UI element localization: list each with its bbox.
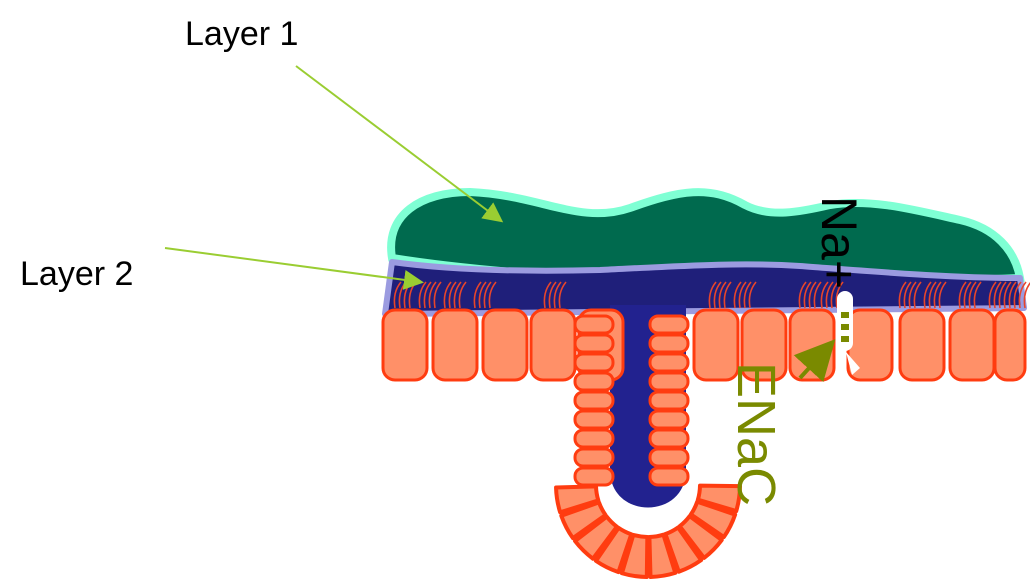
gland-cell-right: [650, 373, 688, 390]
epithelial-cell: [483, 310, 527, 380]
gland-cell-right: [650, 392, 688, 409]
enac-channel-core-3: [841, 336, 849, 342]
gland-cell-left: [575, 449, 613, 466]
layer2-label: Layer 2: [20, 255, 133, 293]
surface-cells: [383, 310, 1025, 380]
layer1-label: Layer 1: [185, 15, 298, 53]
gland-cell-right: [650, 354, 688, 371]
gland-cell-right: [650, 316, 688, 333]
gland-cell-right: [650, 449, 688, 466]
epithelial-cell: [531, 310, 575, 380]
gland-cell-left: [575, 335, 613, 352]
gland-cell-left: [575, 430, 613, 447]
enac-channel-core: [841, 312, 849, 318]
gland-cell-right: [650, 411, 688, 428]
enac-channel-core-2: [841, 324, 849, 330]
epithelial-cell: [383, 310, 427, 380]
layer2-pointer-arrow: [165, 248, 420, 282]
gland-cell-left: [575, 411, 613, 428]
gland-cell-right: [650, 468, 688, 485]
gland-cell-left: [575, 316, 613, 333]
layer1-pointer-arrow: [296, 66, 500, 220]
gland-cell-left: [575, 373, 613, 390]
gland-cell-left: [575, 468, 613, 485]
gland-cell-left: [575, 392, 613, 409]
gland-cell-right: [650, 335, 688, 352]
epithelial-cell: [950, 310, 994, 380]
cilium: [1024, 282, 1030, 308]
sodium-ion-label: Na+: [811, 196, 867, 289]
enac-label: ENaC: [726, 362, 786, 506]
gland-cell-left: [575, 354, 613, 371]
epithelial-cell: [995, 310, 1025, 380]
epithelial-cell: [433, 310, 477, 380]
gland-cell-right: [650, 430, 688, 447]
epithelial-cell: [900, 310, 944, 380]
